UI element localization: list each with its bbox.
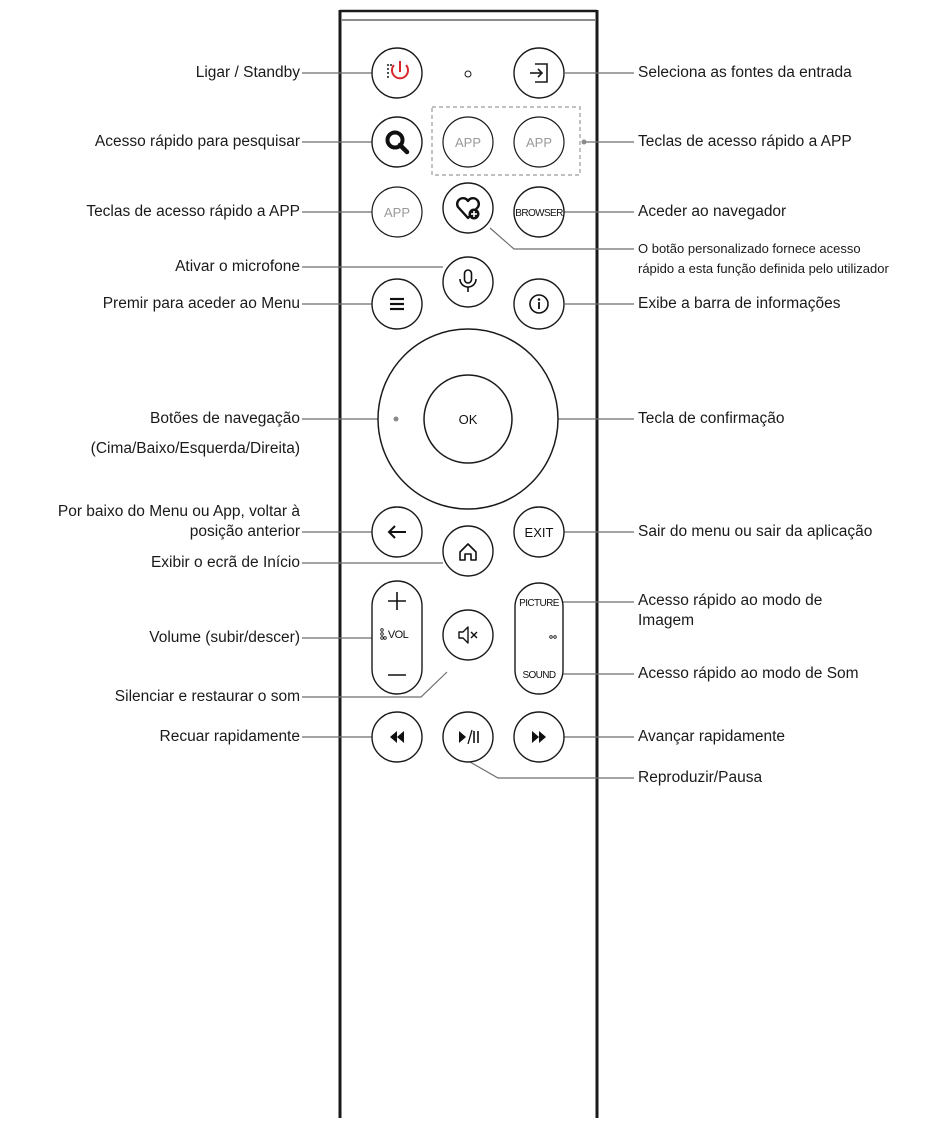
input-source-icon	[530, 63, 548, 83]
mode-dots	[549, 635, 557, 639]
guide-dot	[581, 139, 587, 145]
microphone-icon	[459, 269, 477, 292]
label-menu: Premir para aceder ao Menu	[102, 295, 300, 312]
label-app-left: Teclas de acesso rápido a APP	[86, 203, 300, 220]
custom-button[interactable]	[442, 182, 494, 234]
app-button-2-label: APP	[526, 135, 552, 150]
label-rewind: Recuar rapidamente	[159, 728, 300, 745]
label-power: Ligar / Standby	[195, 64, 300, 81]
play-pause-button[interactable]	[442, 711, 494, 763]
volume-up-icon	[388, 592, 406, 610]
ok-button-label: OK	[459, 412, 478, 427]
label-fast-forward: Avançar rapidamente	[638, 728, 786, 745]
label-custom-line1: O botão personalizado fornece acesso	[638, 241, 861, 256]
label-picture-line1: Acesso rápido ao modo de	[638, 592, 823, 609]
mic-button[interactable]	[442, 256, 494, 308]
search-icon	[385, 130, 410, 155]
app-button-1-label: APP	[455, 135, 481, 150]
label-back-line2: posição anterior	[189, 523, 300, 540]
leader-lines	[302, 72, 634, 779]
ok-button[interactable]: OK	[423, 374, 513, 464]
power-icon	[387, 61, 409, 80]
info-button[interactable]	[513, 278, 565, 330]
menu-button[interactable]	[371, 278, 423, 330]
home-icon	[459, 543, 477, 561]
exit-button-label: EXIT	[525, 525, 554, 540]
exit-button[interactable]: EXIT	[513, 506, 565, 558]
back-button[interactable]	[371, 506, 423, 558]
volume-dots	[380, 628, 387, 640]
label-info: Exibe a barra de informações	[638, 295, 841, 312]
menu-icon	[390, 297, 404, 311]
fast-forward-button[interactable]	[513, 711, 565, 763]
rewind-button[interactable]	[371, 711, 423, 763]
label-custom-line2: rápido a esta função definida pelo utili…	[638, 261, 889, 276]
volume-label: VOL	[388, 629, 409, 641]
info-icon	[529, 294, 549, 314]
picture-label: PICTURE	[519, 598, 560, 609]
search-button[interactable]	[371, 116, 423, 168]
back-arrow-icon	[387, 525, 406, 539]
home-button[interactable]	[442, 525, 494, 577]
app-button-1[interactable]: APP	[442, 116, 494, 168]
remote-body	[338, 9, 599, 1118]
label-picture-line2: Imagem	[638, 612, 694, 629]
label-home: Exibir o ecrã de Início	[150, 554, 300, 571]
label-ok: Tecla de confirmação	[638, 410, 785, 427]
label-sound: Acesso rápido ao modo de Som	[638, 665, 859, 682]
label-browser: Aceder ao navegador	[638, 203, 787, 220]
label-play-pause: Reproduzir/Pausa	[638, 769, 763, 786]
label-back-line1: Por baixo do Menu ou App, voltar à	[57, 503, 300, 520]
mute-button[interactable]	[442, 609, 494, 661]
power-button[interactable]	[371, 47, 423, 99]
input-source-button[interactable]	[513, 47, 565, 99]
browser-button[interactable]: BROWSER	[513, 186, 565, 238]
heart-plus-icon	[455, 196, 481, 220]
label-mute: Silenciar e restaurar o som	[114, 688, 300, 705]
volume-rocker[interactable]: VOL	[371, 580, 423, 695]
picture-sound-rocker[interactable]: PICTURE SOUND	[514, 582, 564, 695]
sound-label: SOUND	[522, 670, 555, 681]
app-button-3-label: APP	[384, 205, 410, 220]
label-mic: Ativar o microfone	[175, 258, 300, 275]
app-button-2[interactable]: APP	[513, 116, 565, 168]
fast-forward-icon	[532, 731, 546, 743]
app-group-box	[431, 106, 581, 176]
rewind-icon	[390, 731, 404, 743]
label-exit: Sair do menu ou sair da aplicação	[638, 523, 873, 540]
label-nav-line2: (Cima/Baixo/Esquerda/Direita)	[90, 440, 300, 457]
label-search: Acesso rápido para pesquisar	[94, 133, 300, 150]
nav-guide-dot	[393, 416, 399, 422]
label-app-top: Teclas de acesso rápido a APP	[638, 133, 852, 150]
browser-button-label: BROWSER	[515, 208, 563, 219]
label-nav-line1: Botões de navegação	[150, 410, 300, 427]
play-pause-icon	[459, 729, 479, 745]
label-volume: Volume (subir/descer)	[149, 629, 300, 646]
led-indicator	[464, 70, 472, 78]
mute-icon	[458, 626, 478, 644]
label-input: Seleciona as fontes da entrada	[638, 64, 852, 81]
app-button-3[interactable]: APP	[371, 186, 423, 238]
